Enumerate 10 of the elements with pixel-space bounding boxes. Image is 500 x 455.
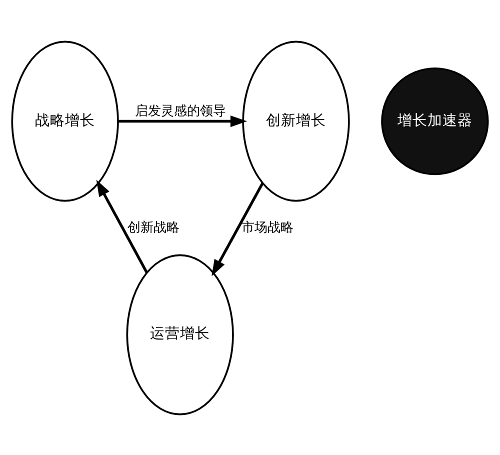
- node-ellipse: 战略增长: [11, 40, 119, 202]
- arrow: [96, 179, 148, 273]
- node-ellipse: 运营增长: [126, 254, 234, 415]
- arrow: [118, 114, 248, 127]
- edge-label: 启发灵感的领导: [135, 104, 226, 119]
- node-ellipse: 创新增长: [242, 40, 350, 202]
- edge-label: 创新战略: [127, 220, 180, 235]
- node-circle: 增长加速器: [381, 66, 489, 175]
- edge-label: 市场战略: [241, 220, 294, 235]
- arrow: [212, 182, 264, 276]
